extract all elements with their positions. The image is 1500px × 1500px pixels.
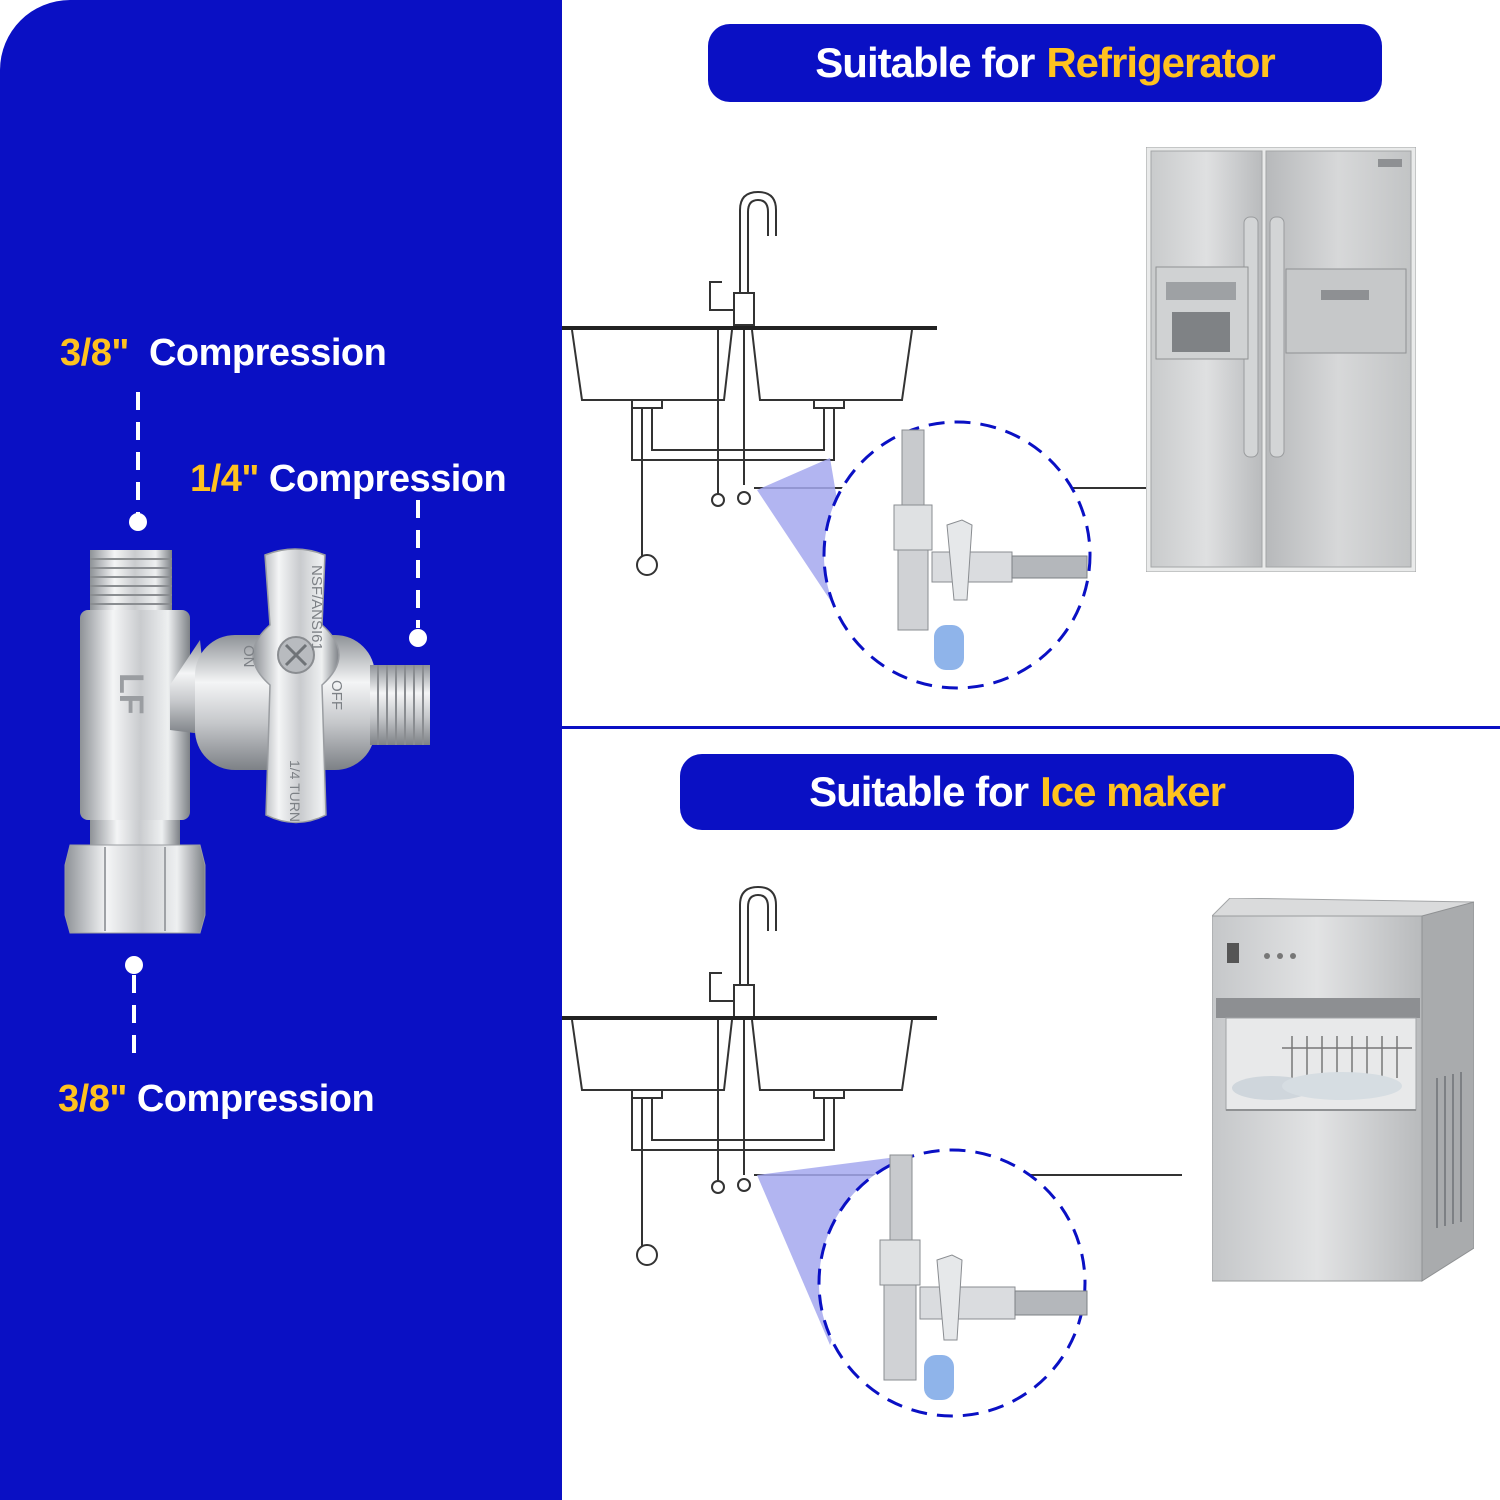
- bottom-port-type: Compression: [136, 1078, 375, 1120]
- top-port-label: 3/8" Compression: [60, 332, 387, 375]
- refrigerator-banner-prefix: Suitable for: [815, 39, 1035, 86]
- side-port-size: 1/4": [190, 458, 259, 500]
- bottom-port-size: 3/8": [58, 1078, 127, 1120]
- side-port-type: Compression: [268, 458, 507, 500]
- refrigerator-banner-appliance: Refrigerator: [1046, 39, 1275, 86]
- ice-maker-banner-appliance: Ice maker: [1040, 768, 1226, 815]
- lf-marking: LF: [112, 673, 150, 715]
- refrigerator-banner: Suitable for Refrigerator: [708, 24, 1382, 102]
- ice-maker-banner-prefix: Suitable for: [809, 768, 1029, 815]
- sink-diagram-bottom: [562, 885, 1182, 1418]
- side-port-label: 1/4" Compression: [190, 458, 507, 501]
- nsf-marking: NSF/ANSI61: [308, 565, 325, 651]
- product-panel: 3/8" Compression 1/4" Compression 3/8" C…: [0, 0, 562, 1500]
- section-divider: [562, 726, 1500, 729]
- ice-maker-icon: [1212, 898, 1474, 1282]
- leader-lines: [125, 392, 427, 1062]
- sink-diagram-top: [562, 190, 1147, 690]
- bottom-port-label: 3/8" Compression: [58, 1078, 375, 1121]
- refrigerator-icon: [1146, 147, 1416, 572]
- off-marking: OFF: [328, 680, 345, 710]
- on-marking: ON: [240, 645, 257, 668]
- top-port-type: Compression: [148, 332, 387, 374]
- turn-marking: 1/4 TURN: [287, 760, 303, 822]
- tee-valve-image: LF NSF/ANSI61 ON OFF 1/4 TURN: [64, 548, 430, 934]
- top-port-size: 3/8": [60, 332, 129, 374]
- ice-maker-banner: Suitable for Ice maker: [680, 754, 1354, 830]
